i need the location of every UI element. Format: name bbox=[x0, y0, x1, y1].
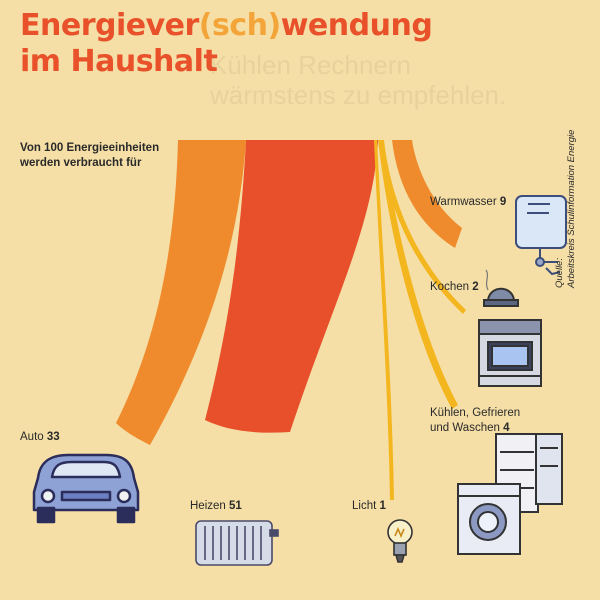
flow-warmwasser bbox=[392, 140, 462, 248]
flow-licht bbox=[374, 140, 394, 500]
label-warmwasser: Warmwasser 9 bbox=[430, 196, 507, 208]
page-title: Energiever(sch)wendung im Haushalt bbox=[20, 8, 433, 80]
label-kuehlen: Kühlen, Gefrieren und Waschen 4 bbox=[430, 407, 521, 434]
label-licht: Licht 1 bbox=[352, 500, 386, 512]
title-line-2: im Haushalt bbox=[20, 44, 218, 79]
flow-kuehlen bbox=[378, 140, 458, 409]
source-note: Quelle: Arbeitskreis Schulinformation En… bbox=[554, 129, 577, 288]
intro-text: Von 100 Energieeinheiten werden verbrauc… bbox=[20, 142, 160, 169]
label-auto: Auto 33 bbox=[20, 431, 60, 443]
flow-auto bbox=[116, 140, 246, 445]
radiator-icon bbox=[195, 520, 279, 566]
label-kochen: Kochen 2 bbox=[430, 281, 479, 293]
bleed-through-text: Kühlen Rechnern wärmstens zu empfehlen. bbox=[210, 50, 507, 110]
washing-machine-icon bbox=[457, 483, 521, 555]
label-heizen: Heizen 51 bbox=[190, 500, 242, 512]
flow-heizen bbox=[205, 140, 378, 433]
water-heater-icon bbox=[515, 195, 567, 276]
car-icon bbox=[32, 453, 140, 524]
title-line-1: Energiever(sch)wendung bbox=[20, 8, 433, 43]
stove-icon bbox=[478, 269, 542, 387]
lightbulb-icon bbox=[387, 519, 413, 563]
